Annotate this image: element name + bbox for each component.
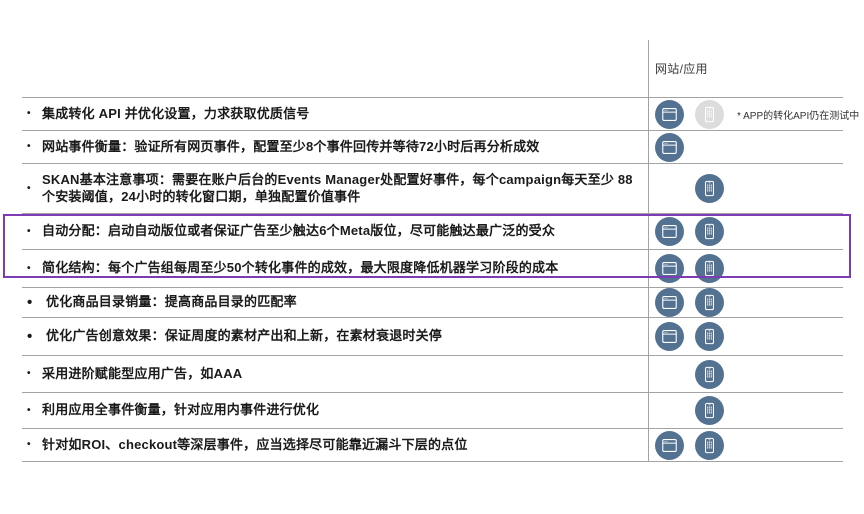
row-text: 简化结构：每个广告组每周至少50个转化事件的成效，最大限度降低机器学习阶段的成本 [42,260,559,276]
app-icon-slot [695,359,724,389]
table-row: • 集成转化 API 并优化设置，力求获取优质信号 * APP的转化API仍在测… [22,97,859,130]
bullet-icon: • [27,368,31,379]
row-text: 针对如ROI、checkout等深层事件，应当选择尽可能靠近漏斗下层的点位 [42,436,468,452]
row-text-cell: • 优化商品目录销量：提高商品目录的匹配率 [22,288,648,317]
bullet-icon: • [27,141,31,152]
table-row: • SKAN基本注意事项：需要在账户后台的Events Manager处配置好事… [22,163,843,213]
web-icon-slot [655,430,684,460]
row-text-cell: • 优化广告创意效果：保证周度的素材产出和上新，在素材衰退时关停 [22,318,648,355]
table-row: • 简化结构：每个广告组每周至少50个转化事件的成效，最大限度降低机器学习阶段的… [22,249,843,287]
app-icon-slot [695,254,724,283]
app-icon-slot [695,174,724,203]
row-text-cell: • 自动分配：启动自动版位或者保证广告至少触达6个Meta版位，尽可能触达最广泛… [22,214,648,249]
row-text: 自动分配：启动自动版位或者保证广告至少触达6个Meta版位，尽可能触达最广泛的受… [42,223,556,239]
row-text-cell: • 采用进阶赋能型应用广告，如AAA [22,356,648,392]
web-icon-slot [655,360,684,389]
row-icon-cell [648,429,843,461]
header-empty-cell [22,40,648,97]
phone-icon [695,99,724,129]
table-header-row: 网站/应用 [22,40,843,97]
bullet-icon: • [27,262,31,274]
phone-icon [695,254,724,283]
row-icon-cell [648,356,843,392]
header-icon-cell: 网站/应用 [648,40,843,97]
app-icon-slot [695,99,724,129]
bullet-icon: • [27,108,31,119]
browser-icon [655,132,684,162]
browser-icon [655,322,684,351]
app-icon-slot [695,217,724,246]
phone-icon [695,217,724,246]
row-text-cell: • 网站事件衡量：验证所有网页事件，配置至少8个事件回传并等待72小时后再分析成… [22,131,648,163]
app-icon-slot [695,288,724,317]
app-icon-slot [695,396,724,425]
row-text-cell: • 集成转化 API 并优化设置，力求获取优质信号 [22,98,648,130]
app-icon-slot [695,430,724,460]
web-icon-slot [655,288,684,317]
bullet-icon: • [27,225,31,237]
phone-icon [695,322,724,351]
row-text: 采用进阶赋能型应用广告，如AAA [42,365,243,381]
row-icon-cell [648,250,843,287]
browser-icon [655,254,684,283]
browser-icon [655,430,684,460]
row-text: 利用应用全事件衡量，针对应用内事件进行优化 [42,402,320,418]
phone-icon [695,359,724,389]
web-icon-slot [655,99,684,129]
column-header-label: 网站/应用 [655,62,708,76]
row-icon-cell [648,393,843,428]
row-icon-cell [648,288,843,317]
row-text: 优化广告创意效果：保证周度的素材产出和上新，在素材衰退时关停 [46,328,443,344]
row-text: 优化商品目录销量：提高商品目录的匹配率 [46,294,297,310]
row-text-cell: • 利用应用全事件衡量，针对应用内事件进行优化 [22,393,648,428]
table-row: • 优化商品目录销量：提高商品目录的匹配率 [22,287,843,317]
app-icon-slot [695,322,724,351]
row-icon-cell [648,131,843,163]
app-icon-slot [695,133,724,162]
browser-icon [655,217,684,246]
row-text: SKAN基本注意事项：需要在账户后台的Events Manager处配置好事件，… [42,171,633,204]
bullet-icon: • [27,404,31,416]
bullet-icon: • [27,328,33,345]
recommendations-table: 网站/应用 • 集成转化 API 并优化设置，力求获取优质信号 * APP的转化… [22,40,859,462]
table-row: • 网站事件衡量：验证所有网页事件，配置至少8个事件回传并等待72小时后再分析成… [22,130,843,163]
phone-icon [695,288,724,317]
phone-icon [695,396,724,425]
browser-icon [655,99,684,129]
phone-icon [695,430,724,460]
table-row: • 利用应用全事件衡量，针对应用内事件进行优化 [22,392,843,428]
web-icon-slot [655,254,684,283]
row-text: 网站事件衡量：验证所有网页事件，配置至少8个事件回传并等待72小时后再分析成效 [42,138,540,154]
web-icon-slot [655,322,684,351]
bullet-icon: • [27,182,31,194]
row-icon-cell [648,164,843,213]
row-icon-cell [648,318,843,355]
web-icon-slot [655,132,684,162]
row-text-cell: • 针对如ROI、checkout等深层事件，应当选择尽可能靠近漏斗下层的点位 [22,429,648,461]
bullet-icon: • [27,439,31,450]
bullet-icon: • [27,294,33,311]
web-icon-slot [655,174,684,203]
phone-icon [695,174,724,203]
row-text-cell: • SKAN基本注意事项：需要在账户后台的Events Manager处配置好事… [22,164,648,213]
app-api-note: * APP的转化API仍在测试中 [737,110,860,122]
browser-icon [655,288,684,317]
row-text-cell: • 简化结构：每个广告组每周至少50个转化事件的成效，最大限度降低机器学习阶段的… [22,250,648,287]
table-row: • 针对如ROI、checkout等深层事件，应当选择尽可能靠近漏斗下层的点位 [22,428,843,462]
row-icon-cell [648,214,843,249]
table-row: • 自动分配：启动自动版位或者保证广告至少触达6个Meta版位，尽可能触达最广泛… [22,213,843,249]
table-row: • 采用进阶赋能型应用广告，如AAA [22,355,843,392]
table-row: • 优化广告创意效果：保证周度的素材产出和上新，在素材衰退时关停 [22,317,843,355]
web-icon-slot [655,396,684,425]
web-icon-slot [655,217,684,246]
row-text: 集成转化 API 并优化设置，力求获取优质信号 [42,105,310,121]
row-icon-cell: * APP的转化API仍在测试中 [648,98,859,130]
